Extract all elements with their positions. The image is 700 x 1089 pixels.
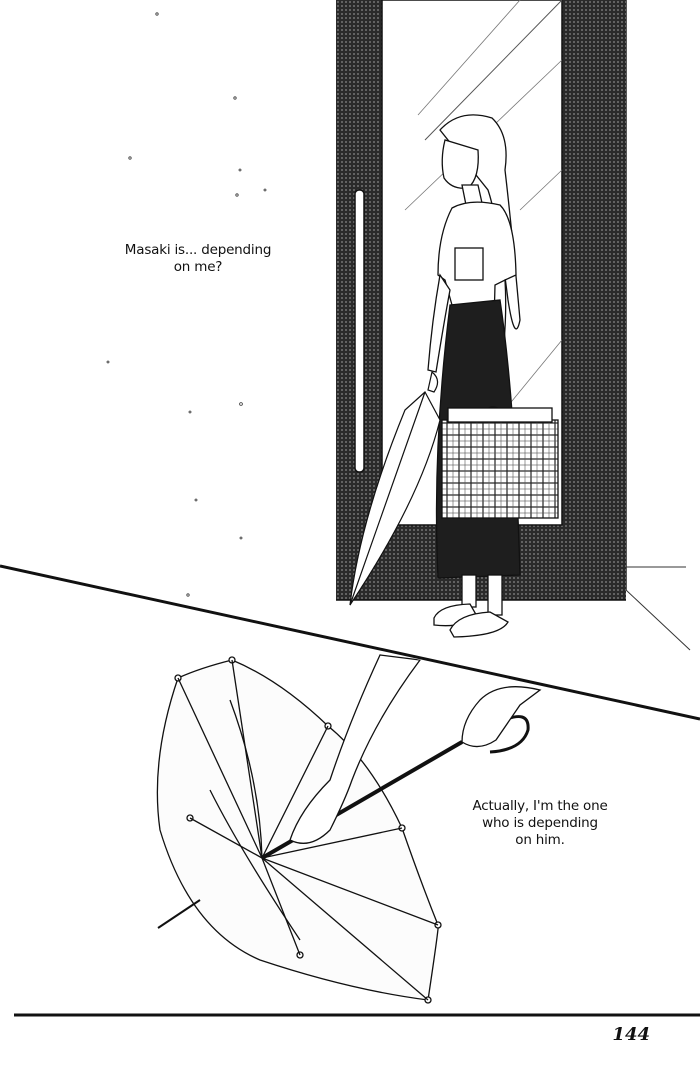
bottom-panel [156, 654, 542, 1004]
page-number: 144 [612, 1024, 650, 1045]
caption-1-line-1: Masaki is... depending [124, 242, 272, 258]
hand-arm [289, 654, 542, 844]
caption-2-line-2: who is depending [482, 815, 598, 831]
caption-2: Actually, I'm the one who is depending o… [455, 798, 625, 849]
caption-2-line-3: on him. [515, 832, 565, 848]
door-handle [354, 189, 365, 473]
caption-2-line-1: Actually, I'm the one [472, 798, 608, 814]
panel-border-diagonal [0, 564, 700, 721]
plaid-bag [441, 406, 559, 519]
caption-1-line-2: on me? [173, 259, 223, 275]
rain-specks [106, 12, 352, 597]
closed-umbrella-icon [349, 370, 441, 606]
top-panel [106, 0, 691, 651]
caption-1: Masaki is... depending on me? [108, 242, 288, 276]
